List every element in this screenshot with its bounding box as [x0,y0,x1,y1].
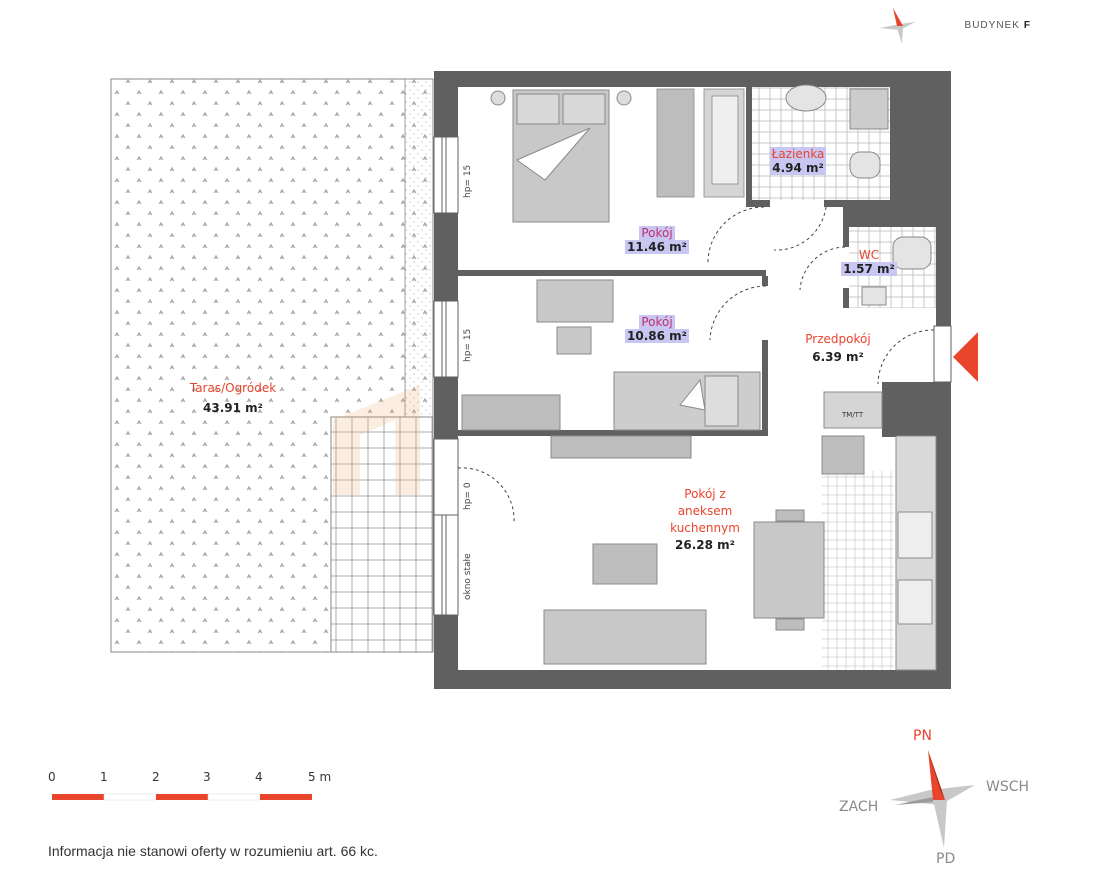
room-area: 1.57 m² [841,262,897,276]
bathroom-fixtures [785,84,932,306]
window-note-hp1: hp= 15 [463,164,473,198]
room-living: Pokój z aneksem kuchennym 26.28 m² [650,486,760,554]
room-name-line2: aneksem [677,504,733,518]
wardrobe [656,88,745,198]
room-name: Pokój [639,315,675,329]
tmtt-label: TM/TT [842,411,864,419]
scale-tick-0: 0 [48,770,56,784]
disclaimer: Informacja nie stanowi oferty w rozumien… [48,843,378,859]
scale-tick-5: 5 m [308,770,332,784]
living-furniture [543,391,937,671]
room-wc: WC 1.57 m² [834,248,904,276]
room-name-line1: Pokój z [684,487,726,501]
room-second: Pokój 10.86 m² [612,315,702,343]
room-name: Pokój [639,226,675,240]
entrance-arrow [953,332,978,382]
window-note-hp3: hp= 0 [463,482,473,510]
window-note-fixed: okno stałe [463,553,473,600]
room-hall: Przedpokój 6.39 m² [790,332,886,364]
compass-west: ZACH [839,799,879,815]
room-area: 26.28 m² [675,538,735,552]
compass-south: PD [936,851,956,867]
room-bedroom: Pokój 11.46 m² [612,226,702,254]
window-lines [441,137,447,615]
scale-tick-4: 4 [255,770,263,784]
scale-tick-2: 2 [152,770,160,784]
compass-east: WSCH [986,779,1030,795]
terrace-area [110,78,434,653]
room-name: Łazienka [769,147,827,161]
room-area: 11.46 m² [625,240,689,254]
room-name: Przedpokój [805,332,871,346]
scale-tick-1: 1 [100,770,108,784]
kitchen-floor [822,471,894,670]
room-name: Taras/Ogródek [189,381,277,395]
room-area: 43.91 m² [203,401,263,415]
room-bathroom: Łazienka 4.94 m² [758,147,838,175]
room-area: 6.39 m² [812,350,864,364]
room-area: 4.94 m² [770,161,826,175]
scale-tick-3: 3 [203,770,211,784]
room-terrace: Taras/Ogródek 43.91 m² [168,378,298,418]
compass-small [880,8,915,44]
compass-rose [890,750,975,848]
building-prefix: BUDYNEK [964,20,1020,31]
room-name-line3: kuchennym [670,521,740,535]
window-note-hp2: hp= 15 [463,328,473,362]
building-letter: F [1023,20,1031,31]
watermark-logo [333,385,420,495]
scale-bar [52,793,312,801]
room-name: WC [858,248,880,262]
nightstands [490,90,632,106]
compass-north: PN [913,728,932,744]
bed [512,89,610,223]
room-area: 10.86 m² [625,329,689,343]
door-swings [457,206,935,523]
desk [461,279,761,431]
